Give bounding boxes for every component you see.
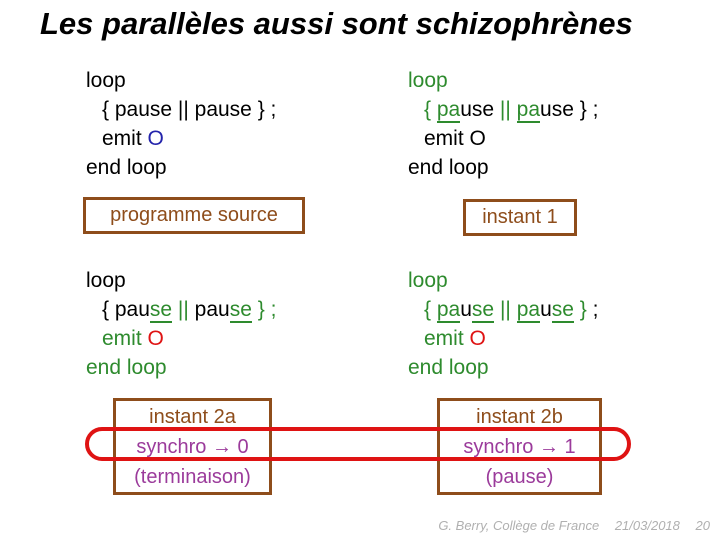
code-segment: } [579, 298, 587, 321]
code-segment: O [147, 127, 164, 150]
code-segment-underlined: se [149, 298, 173, 323]
code-segment: pau [188, 298, 230, 321]
code-line: end loop [86, 353, 276, 382]
code-segment: u [460, 298, 472, 321]
code-line: emit O [408, 324, 598, 353]
code-segment: } ; [257, 298, 277, 321]
code-line: emit O [408, 124, 598, 153]
instant2a-synchro: synchro → 0 [136, 436, 249, 458]
instant2b-title: instant 2b [476, 406, 563, 428]
code-segment: emit [424, 327, 470, 350]
instant2b-synchro: synchro → 1 [463, 436, 576, 458]
label-box-instant2a: instant 2a synchro → 0 (terminaison) [113, 398, 272, 495]
footer-page-number: 20 [695, 518, 710, 533]
code-segment: emit [102, 327, 148, 350]
code-segment: end loop [408, 156, 489, 179]
instant2b-result: (pause) [485, 466, 554, 488]
code-segment: O [469, 327, 486, 350]
code-segment: end loop [408, 356, 489, 379]
code-line: { pause || pause } ; [408, 95, 598, 124]
code-segment: loop [408, 269, 448, 292]
code-segment-underlined: pa [436, 298, 461, 323]
code-segment: { [424, 298, 437, 321]
code-line: loop [408, 66, 598, 95]
code-segment-underlined: se [229, 298, 252, 323]
code-segment: u [540, 298, 552, 321]
code-segment: { pause || pause } ; [102, 98, 277, 121]
code-line: loop [86, 266, 276, 295]
code-segment: loop [86, 269, 126, 292]
code-segment: use [460, 98, 500, 121]
code-line: loop [408, 266, 598, 295]
label-box-programme-source: programme source [83, 197, 305, 234]
label-box-instant1: instant 1 [463, 199, 577, 236]
code-line: { pause || pause } ; [86, 295, 276, 324]
code-line: end loop [86, 153, 276, 182]
code-segment: end loop [86, 356, 167, 379]
footer-date: 21/03/2018 [614, 518, 680, 533]
label-box-instant2b: instant 2b synchro → 1 (pause) [437, 398, 602, 495]
code-segment: ; [586, 298, 599, 321]
synchro-highlight-band [85, 427, 631, 461]
instant2a-result: (terminaison) [134, 466, 251, 488]
code-segment: emit [102, 127, 148, 150]
code-line: loop [86, 66, 276, 95]
code-segment: loop [86, 69, 126, 92]
code-line: end loop [408, 353, 598, 382]
code-line: emit O [86, 324, 276, 353]
code-segment: end loop [86, 156, 167, 179]
code-segment: use } ; [540, 98, 599, 121]
slide-footer: G. Berry, Collège de France 21/03/2018 2… [438, 518, 710, 533]
footer-author: G. Berry, Collège de France [438, 518, 600, 533]
code-segment-underlined: pa [516, 298, 541, 323]
code-segment: || [499, 298, 511, 321]
code-segment-underlined: se [551, 298, 574, 323]
instant2a-title: instant 2a [149, 406, 236, 428]
label-instant1: instant 1 [482, 206, 558, 228]
code-segment [511, 298, 517, 321]
code-segment-underlined: pa [436, 98, 461, 123]
code-line: emit O [86, 124, 276, 153]
code-segment: || [177, 298, 189, 321]
code-segment: || [499, 98, 517, 121]
code-line: end loop [408, 153, 598, 182]
code-segment: { pau [102, 298, 150, 321]
code-segment: O [147, 327, 164, 350]
code-segment-underlined: pa [516, 98, 541, 123]
code-segment: loop [408, 69, 448, 92]
code-segment: { [424, 98, 437, 121]
slide-title: Les parallèles aussi sont schizophrènes [40, 6, 633, 41]
code-line: { pause || pause } ; [408, 295, 598, 324]
code-line: { pause || pause } ; [86, 95, 276, 124]
code-segment-underlined: se [471, 298, 495, 323]
code-segment: emit O [424, 127, 486, 150]
label-programme-source: programme source [110, 204, 278, 226]
